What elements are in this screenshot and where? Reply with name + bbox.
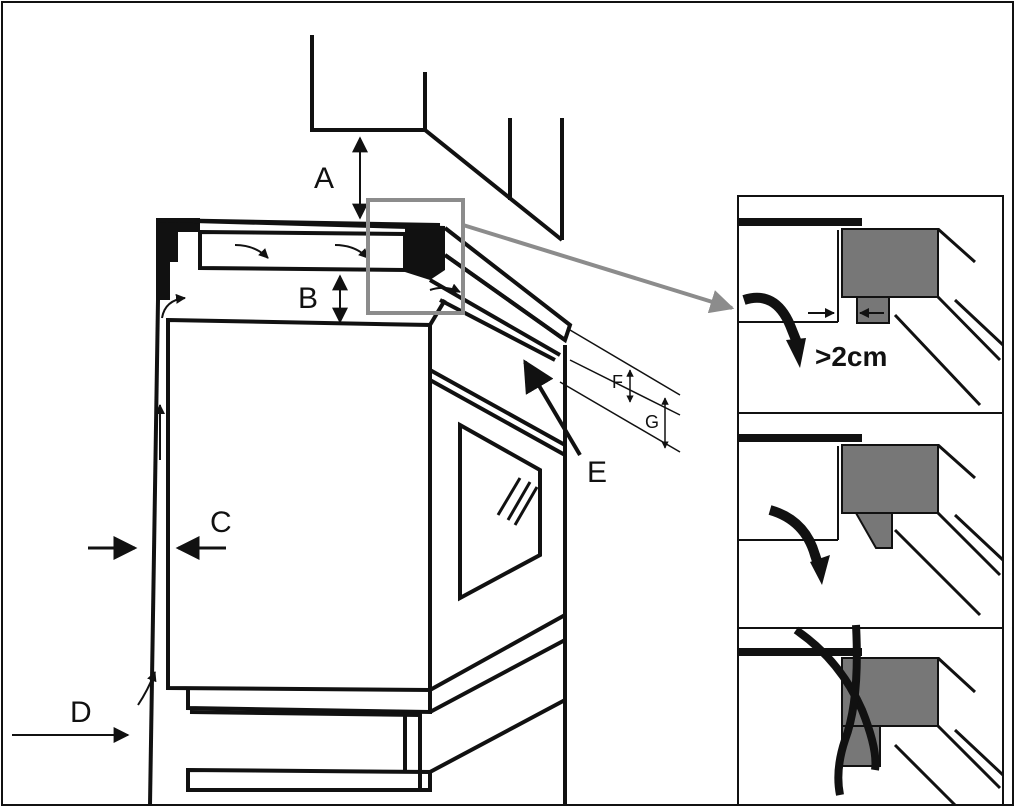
label-b: B xyxy=(298,282,318,315)
dimension-b: B xyxy=(298,274,348,324)
label-d: D xyxy=(70,696,92,729)
airflow-arrows xyxy=(137,244,461,706)
clearance-label: >2cm xyxy=(815,341,887,372)
detail-panel-incorrect xyxy=(738,624,1005,807)
label-g: G xyxy=(645,412,659,432)
label-f: F xyxy=(612,372,623,392)
detail-panels: >2cm xyxy=(737,195,1005,807)
label-c: C xyxy=(210,506,232,539)
dimension-a: A xyxy=(314,136,368,220)
dimension-f-g: F G xyxy=(559,329,681,453)
detail-panel-correct: >2cm xyxy=(738,218,1005,407)
range-hood xyxy=(310,35,564,242)
dimension-c: C xyxy=(88,506,232,560)
detail-panel-middle xyxy=(738,434,1005,617)
detail-highlight xyxy=(366,198,735,315)
pointer-e: E xyxy=(523,359,607,489)
dimension-d: D xyxy=(12,696,130,743)
label-e: E xyxy=(587,456,607,489)
label-a: A xyxy=(314,162,334,195)
